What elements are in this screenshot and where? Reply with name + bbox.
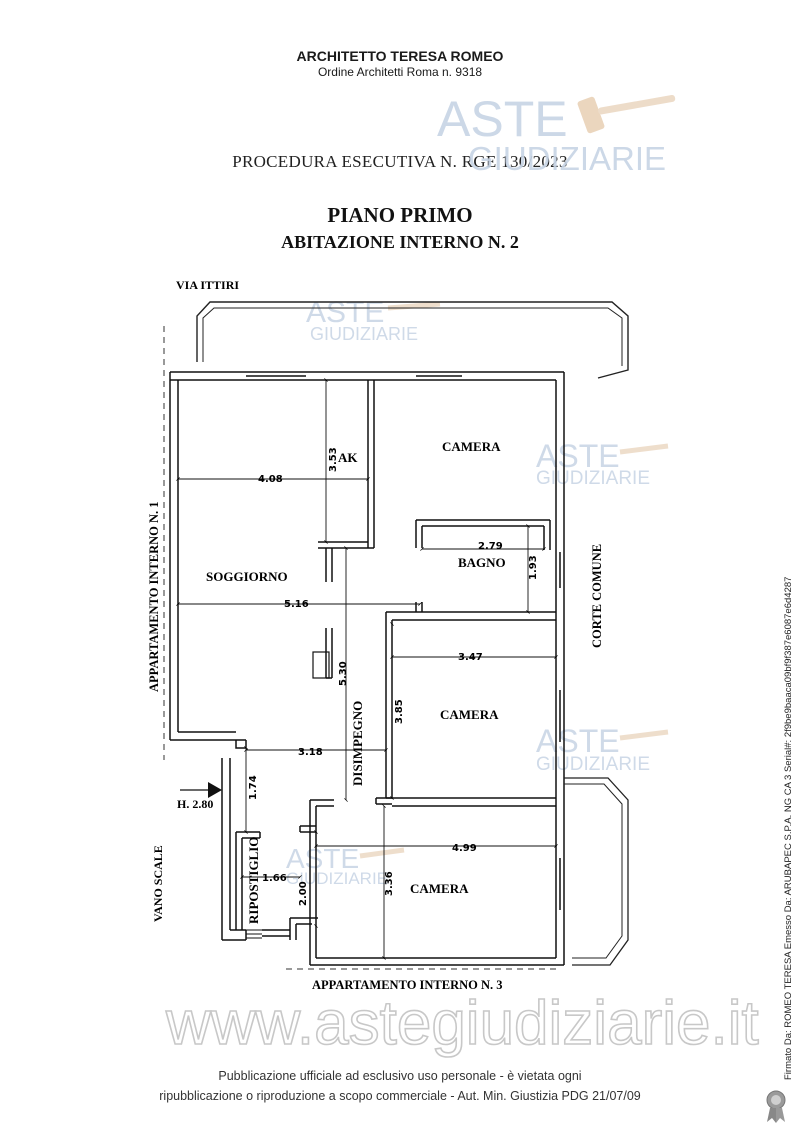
digital-signature: Firmato Da: ROMEO TERESA Emesso Da: ARUB… [783,576,794,1080]
architect-order: Ordine Architetti Roma n. 9318 [317,65,483,79]
bottom-neighbor-label: APPARTAMENTO INTERNO N. 3 [312,978,503,992]
procedure-number: PROCEDURA ESECUTIVA N. RGE 130/2023 [232,152,568,171]
architect-name: ARCHITETTO TERESA ROMEO [296,48,504,64]
dim-bath-height: 1.93 [528,555,539,580]
watermark-logo: ASTE GIUDIZIARIE [437,91,676,177]
gavel-icon [577,94,676,134]
fixture-box [312,651,330,679]
dim-bath-width: 2.79 [478,541,503,552]
dim-camera-mid-width: 3.47 [458,652,483,663]
left-neighbor-label: APPARTAMENTO INTERNO N. 1 [147,501,161,692]
room-camera-mid: CAMERA [440,707,499,722]
street-label: VIA ITTIRI [176,278,239,292]
room-ripostiglio: RIPOSTIGLIO [246,837,261,924]
watermark-logo-text: ASTE [536,723,620,759]
entrance-arrow-icon [180,782,222,798]
watermark-logo-subtext: GIUDIZIARIE [536,754,650,775]
dim-corridor-height: 1.74 [248,775,259,800]
room-soggiorno: SOGGIORNO [206,569,288,584]
dim-camera-bottom-width: 4.99 [452,843,477,854]
dim-storage-width: 1.66 [262,873,287,884]
room-disimpegno: DISIMPEGNO [350,701,365,786]
dim-camera-mid-height: 3.85 [394,699,405,724]
watermark-logo-subtext: GIUDIZIARIE [468,140,666,177]
watermark-logo-text: ASTE [437,91,568,147]
unit-title: ABITAZIONE INTERNO N. 2 [281,232,519,252]
certificate-seal-icon [766,1090,786,1123]
watermark-logo-subtext: GIUDIZIARIE [310,324,418,344]
dim-living-full: 5.16 [284,599,309,610]
footer-line-2: ripubblicazione o riproduzione a scopo c… [159,1089,641,1103]
watermark-logo-text: ASTE [536,438,620,474]
dim-corridor-width: 3.18 [298,747,323,758]
footer-line-1: Pubblicazione ufficiale ad esclusivo uso… [218,1069,582,1083]
room-ak: AK [338,450,358,465]
watermark-logo-text: ASTE [286,843,359,874]
watermark-site: www.astegiudiziarie.it [165,989,759,1058]
stairs-label: VANO SCALE [151,845,165,922]
dim-living-width: 4.08 [258,474,283,485]
dim-ak-height: 3.53 [328,447,339,472]
ceiling-height: H. 2.80 [177,797,213,811]
courtyard-label: CORTE COMUNE [590,544,604,648]
room-bagno: BAGNO [458,555,506,570]
watermark-logo-subtext: GIUDIZIARIE [536,468,650,489]
floor-title: PIANO PRIMO [327,203,473,227]
watermark-logo-subtext: GIUDIZIARIE [286,869,388,888]
dim-storage-height: 2.00 [298,881,309,906]
room-camera-bottom: CAMERA [410,881,469,896]
dim-disimpegno-length: 5.30 [338,661,349,686]
room-camera-top: CAMERA [442,439,501,454]
dim-camera-bottom-height: 3.36 [384,871,395,896]
